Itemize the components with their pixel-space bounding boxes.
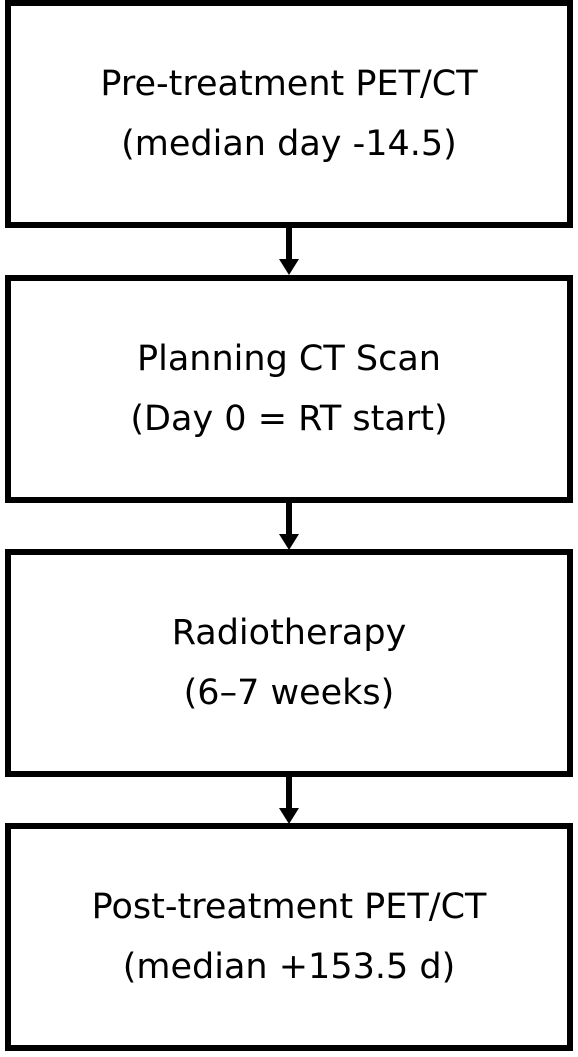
step-radiotherapy: Radiotherapy (6–7 weeks) [5, 549, 573, 777]
step-title: Pre-treatment PET/CT [100, 64, 478, 104]
step-post-treatment-pet-ct: Post-treatment PET/CT (median +153.5 d) [5, 823, 573, 1051]
step-planning-ct-scan: Planning CT Scan (Day 0 = RT start) [5, 275, 573, 503]
step-timing: (median +153.5 d) [122, 947, 456, 987]
flow-arrow-down-icon [279, 228, 299, 275]
step-timing: (6–7 weeks) [183, 673, 395, 713]
step-timing: (Day 0 = RT start) [130, 399, 448, 439]
step-title: Planning CT Scan [137, 339, 441, 379]
flow-arrow-down-icon [279, 777, 299, 824]
step-pre-treatment-pet-ct: Pre-treatment PET/CT (median day -14.5) [5, 0, 573, 228]
step-title: Radiotherapy [171, 613, 407, 653]
step-timing: (median day -14.5) [121, 124, 457, 164]
flow-arrow-down-icon [279, 503, 299, 550]
step-title: Post-treatment PET/CT [91, 887, 487, 927]
